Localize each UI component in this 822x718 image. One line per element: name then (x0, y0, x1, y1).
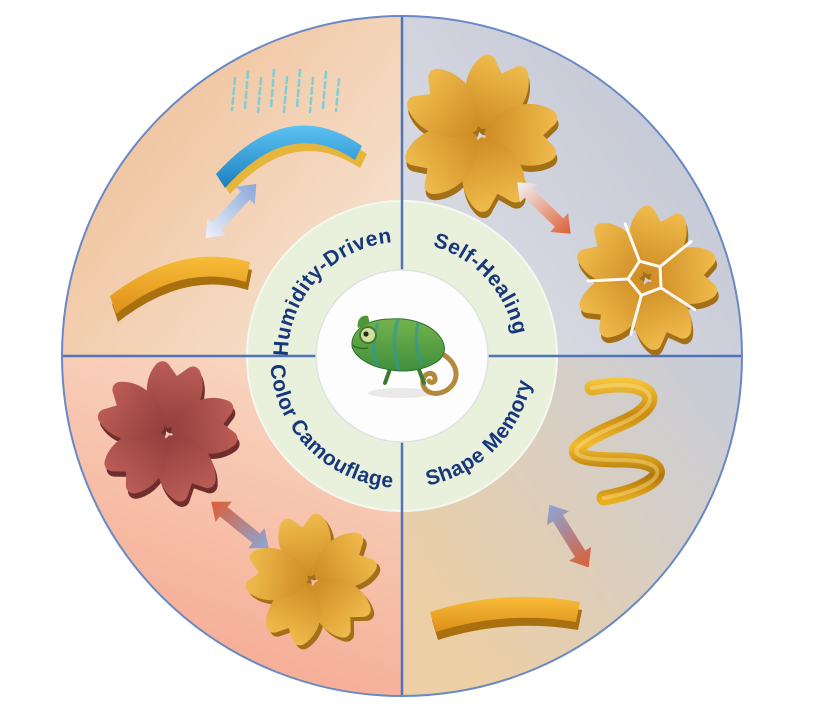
chameleon-shadow (368, 388, 436, 398)
coiled-gold-ribbon-icon (569, 377, 665, 506)
shape-memory-shapes (430, 377, 665, 640)
outer-circle-border (61, 15, 743, 697)
flat-orange-strip-icon (110, 256, 250, 314)
recovered-flat-strip-icon (430, 596, 580, 632)
chameleon-casque (357, 315, 370, 328)
chameleon-mouth (351, 344, 369, 350)
chameleon-stripes (371, 318, 424, 371)
humidity-driven-shapes (110, 68, 367, 322)
self-healing-shapes (374, 32, 740, 375)
water-vapor-lines-icon (230, 68, 341, 114)
bent-strip-yellow-underside (221, 133, 367, 194)
chameleon-pupil (363, 331, 369, 337)
bent-blue-strip-icon (216, 125, 362, 188)
flat-strip-edge (112, 264, 252, 322)
chameleon-icon (351, 315, 459, 398)
cut-flower-icon (553, 190, 740, 375)
cut-seams (586, 222, 697, 336)
ribbon-highlight (574, 383, 660, 500)
